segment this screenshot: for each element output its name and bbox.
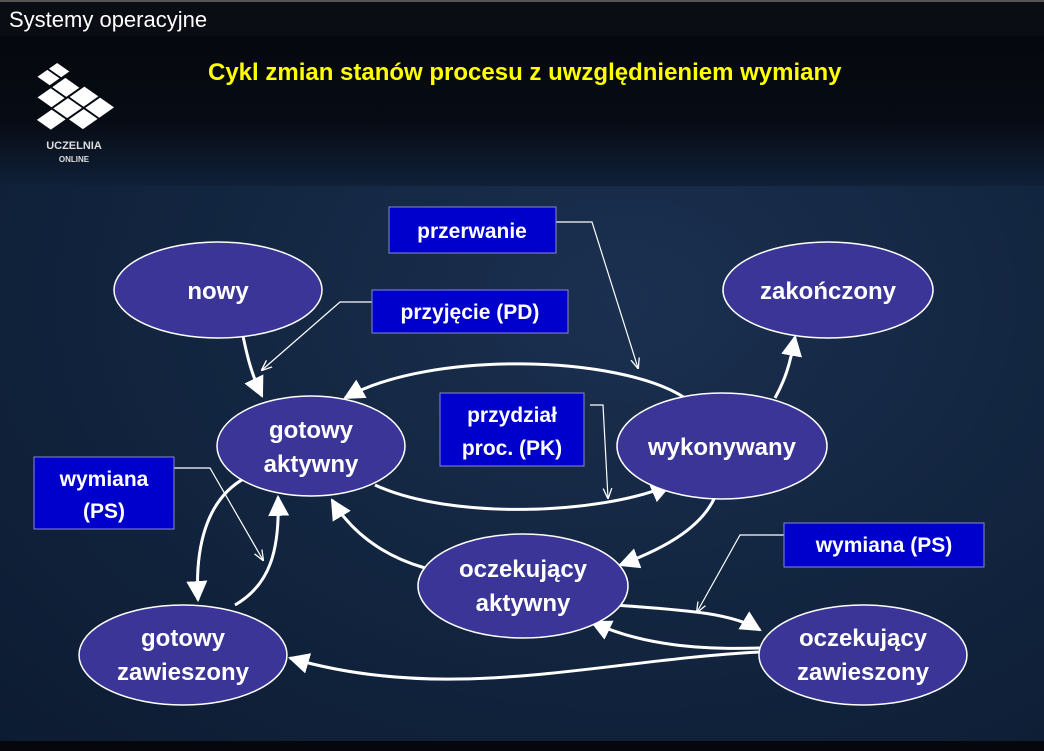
svg-text:przerwanie: przerwanie — [417, 220, 527, 243]
svg-text:UCZELNIA: UCZELNIA — [46, 140, 102, 152]
svg-text:aktywny: aktywny — [264, 451, 359, 478]
svg-text:nowy: nowy — [187, 278, 249, 305]
label-przerwanie: przerwanie — [388, 206, 557, 254]
arrow-nowy-gotowy — [241, 335, 264, 398]
arrow-oczekujacy-zawieszony — [614, 603, 762, 632]
svg-text:oczekujący: oczekujący — [459, 556, 588, 583]
arrow-oczekujacy-gotowy — [330, 498, 426, 570]
svg-text:wymiana: wymiana — [59, 468, 149, 491]
arrow-gotowy-zawieszony — [186, 476, 246, 603]
state-wykonywany: wykonywany — [616, 392, 828, 500]
svg-text:(PS): (PS) — [83, 500, 125, 523]
label-wymiana-right: wymiana (PS) — [783, 522, 985, 568]
svg-text:aktywny: aktywny — [476, 590, 571, 617]
svg-text:oczekujący: oczekujący — [799, 625, 928, 652]
state-zakonczony: zakończony — [722, 241, 934, 339]
arrow-wykonywany-zakonczony — [773, 334, 803, 399]
svg-text:zawieszony: zawieszony — [117, 659, 250, 686]
arrow-wykonywany-gotowy — [343, 362, 686, 400]
arrow-zawieszony-oczekujacy — [590, 620, 761, 650]
arrow-gotowy-wykonywany — [374, 482, 672, 511]
state-nowy: nowy — [113, 241, 323, 339]
state-oczekujacy-aktywny: oczekujący aktywny — [417, 533, 629, 639]
svg-text:wymiana (PS): wymiana (PS) — [815, 534, 953, 557]
svg-text:wykonywany: wykonywany — [647, 434, 797, 461]
transitions — [186, 334, 803, 681]
label-pointers — [174, 221, 784, 612]
svg-text:gotowy: gotowy — [269, 417, 354, 444]
uczelnia-online-logo: UCZELNIA ONLINE — [36, 62, 115, 164]
course-bar: Systemy operacyjne — [0, 0, 1044, 37]
state-oczekujacy-zawieszony: oczekujący zawieszony — [758, 604, 968, 706]
label-przyjecie: przyjęcie (PD) — [371, 289, 569, 334]
svg-text:ONLINE: ONLINE — [59, 155, 90, 164]
svg-text:gotowy: gotowy — [141, 625, 226, 652]
state-gotowy-zawieszony: gotowy zawieszony — [78, 604, 288, 706]
label-przydzial: przydział proc. (PK) — [439, 392, 585, 467]
state-gotowy-aktywny: gotowy aktywny — [216, 395, 406, 497]
arrow-oczzawieszony-gotzawieszony — [287, 650, 761, 681]
label-wymiana-left: wymiana (PS) — [33, 456, 175, 530]
header — [0, 36, 1044, 186]
slide-title: Cykl zmian stanów procesu z uwzględnieni… — [208, 59, 842, 86]
svg-text:przydział: przydział — [467, 404, 557, 427]
svg-text:zakończony: zakończony — [760, 278, 897, 305]
course-title: Systemy operacyjne — [9, 7, 208, 32]
svg-text:zawieszony: zawieszony — [797, 659, 930, 686]
svg-text:przyjęcie (PD): przyjęcie (PD) — [401, 301, 540, 324]
svg-text:proc. (PK): proc. (PK) — [462, 437, 562, 460]
bottom-bar — [0, 741, 1044, 751]
arrow-zawieszony-gotowy — [234, 494, 290, 607]
arrow-wykonywany-oczekujacy — [618, 496, 717, 569]
